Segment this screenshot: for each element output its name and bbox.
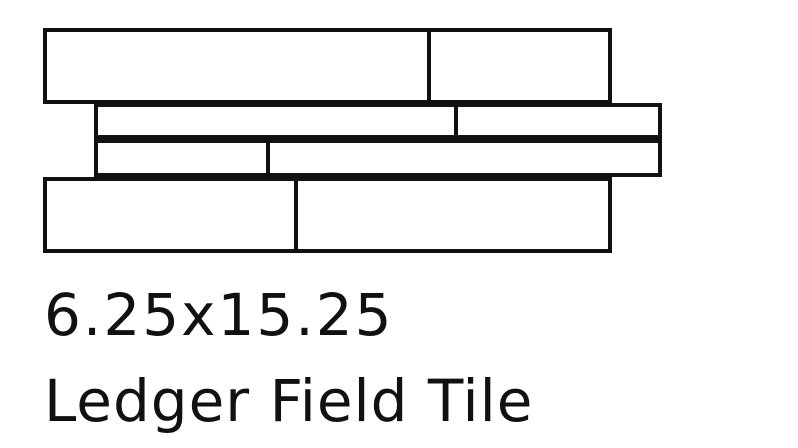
tile-piece: [454, 103, 662, 139]
tile-piece: [43, 177, 298, 253]
tile-piece: [427, 28, 612, 104]
tile-size-label: 6.25x15.25: [44, 281, 394, 349]
tile-piece: [43, 28, 431, 104]
tile-piece: [266, 139, 662, 177]
tile-piece: [94, 103, 458, 139]
ledger-tile-pattern: [43, 28, 662, 253]
tile-piece: [294, 177, 612, 253]
tile-piece: [94, 139, 270, 177]
tile-name-label: Ledger Field Tile: [44, 367, 534, 435]
